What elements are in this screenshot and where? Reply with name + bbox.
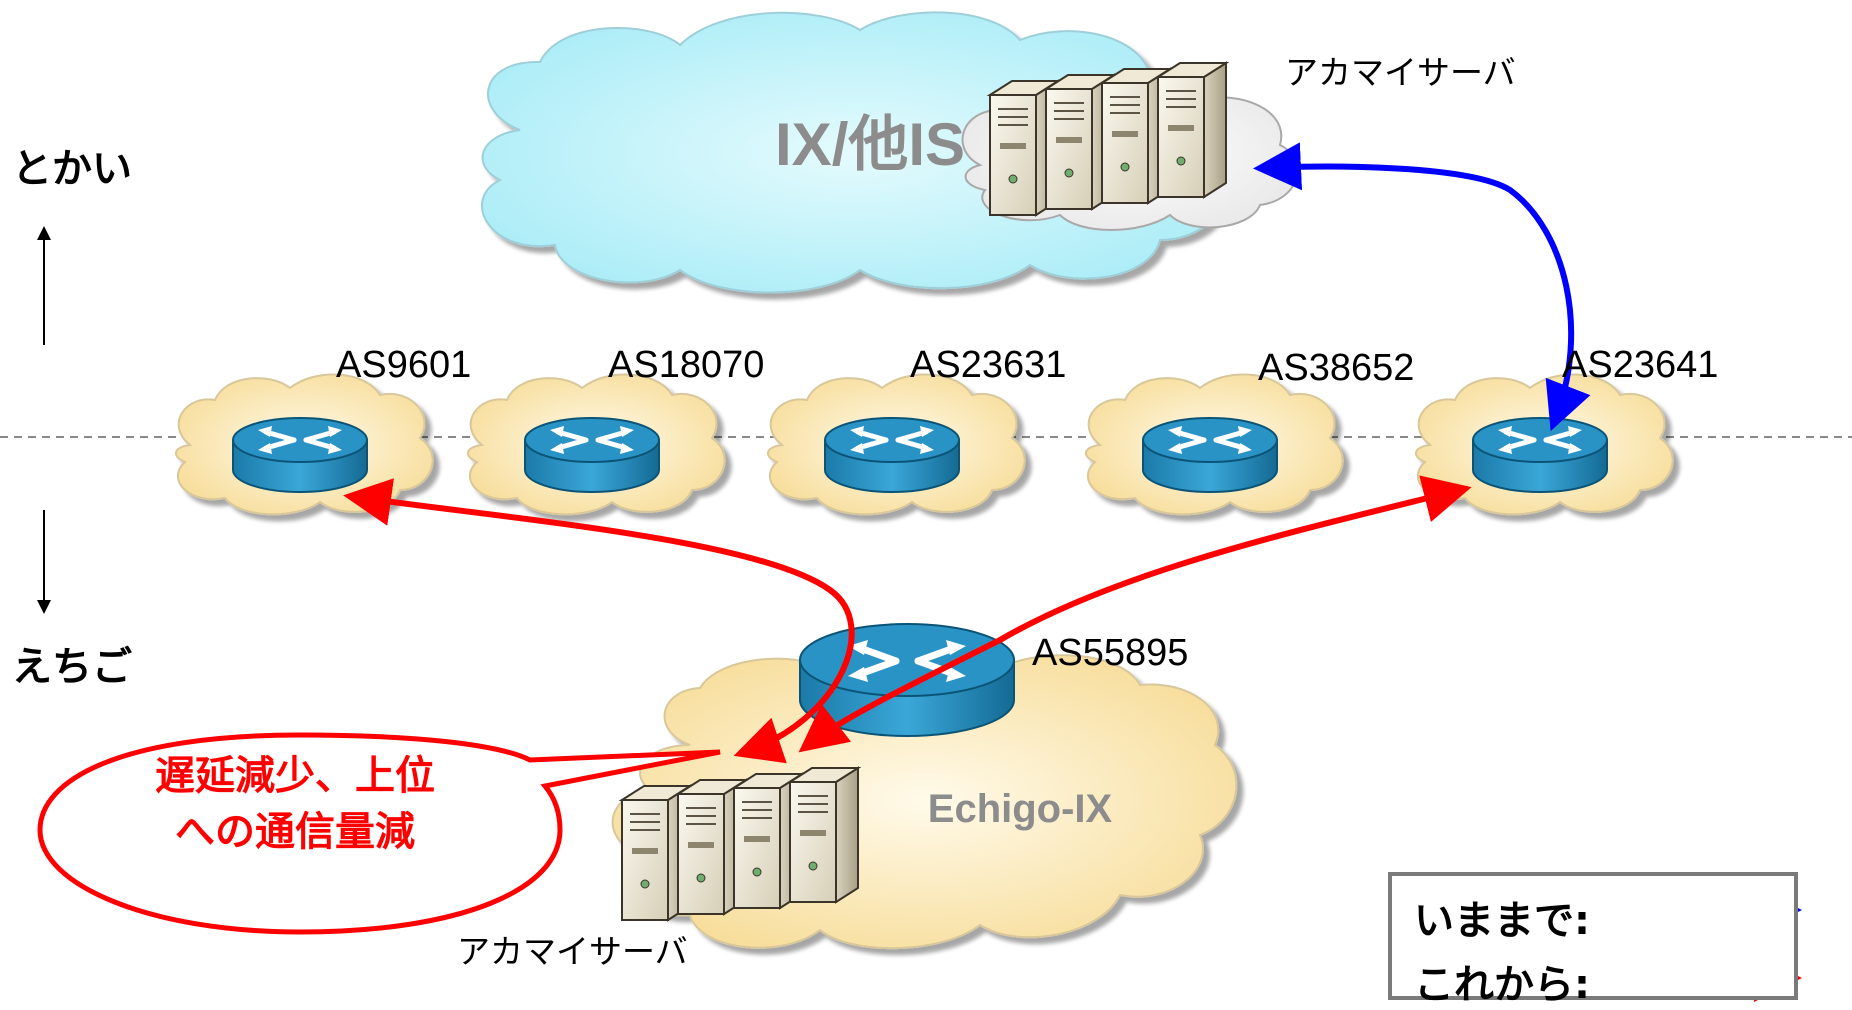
as-label: AS23631 — [910, 344, 1067, 386]
upper-cloud-label: IX/他IS — [775, 111, 965, 178]
top-side-label: とかい — [12, 146, 132, 192]
upper-akamai-servers — [986, 61, 1230, 217]
bottom-side-label: えちご — [12, 644, 132, 690]
as-node — [1085, 373, 1344, 516]
up-arrow — [37, 226, 51, 345]
as-node — [467, 373, 726, 516]
after-route-arrow-right — [798, 475, 1472, 753]
as-label: AS38652 — [1258, 347, 1415, 389]
lower-server-label: アカマイサーバ — [457, 932, 688, 971]
echigo-as-label: AS55895 — [1032, 632, 1189, 674]
router-icon — [1472, 417, 1608, 493]
as-label: AS18070 — [608, 344, 765, 386]
as-label: AS9601 — [336, 344, 472, 386]
legend: いままで: これから: — [1388, 872, 1798, 1008]
legend-before-label: いままで: — [1414, 898, 1590, 944]
legend-after-label: これから: — [1414, 962, 1590, 1008]
router-icon — [232, 417, 368, 493]
callout-line-1: 遅延減少、上位 — [155, 753, 435, 799]
down-arrow — [37, 510, 51, 614]
before-route-arrow — [1253, 142, 1591, 432]
echigo-ix-label: Echigo-IX — [928, 787, 1113, 831]
as-label: AS23641 — [1562, 344, 1719, 386]
server-icon — [1154, 61, 1230, 199]
as-node — [175, 373, 434, 516]
router-icon — [524, 417, 660, 493]
echigo-router — [799, 623, 1015, 737]
router-icon — [824, 417, 960, 493]
callout-line-2: への通信量減 — [175, 809, 415, 855]
server-icon — [786, 766, 862, 904]
echigo-akamai-servers — [618, 766, 862, 922]
as-node — [767, 373, 1026, 516]
router-icon — [1142, 417, 1278, 493]
upper-server-label: アカマイサーバ — [1285, 53, 1516, 92]
